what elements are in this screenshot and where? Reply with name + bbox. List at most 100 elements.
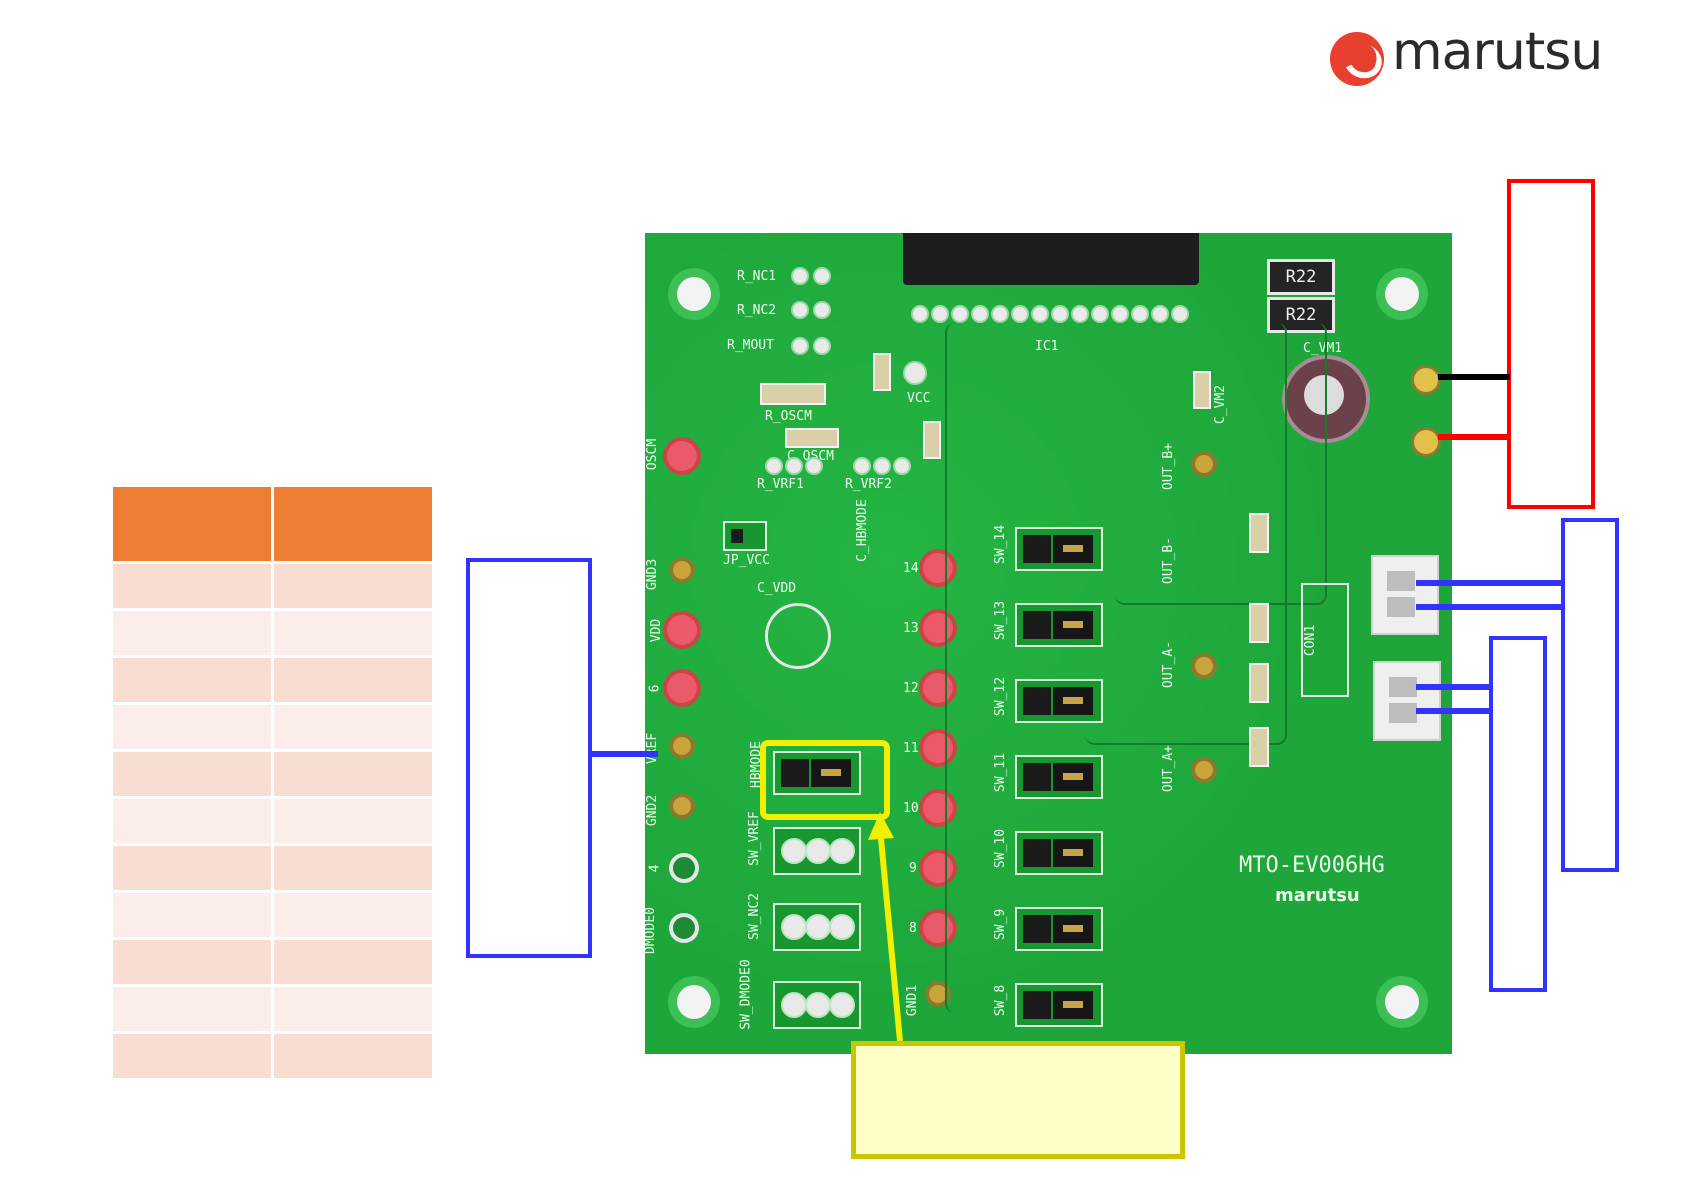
- smd-component: [873, 353, 891, 391]
- test-point-gnd3[interactable]: [673, 561, 691, 579]
- label-r-nc2: R_NC2: [737, 303, 777, 318]
- mounting-hole-icon: [677, 277, 711, 311]
- mounting-hole-icon: [1385, 985, 1419, 1019]
- smd-component: [923, 421, 941, 459]
- table-cell: [113, 564, 271, 608]
- switch-sw-14[interactable]: [1015, 527, 1103, 571]
- label-vcc: VCC: [907, 391, 931, 406]
- label-c-vdd: C_VDD: [757, 581, 797, 596]
- test-point-dmode0[interactable]: [669, 913, 699, 943]
- table-cell: [113, 1034, 271, 1078]
- table-cell: [113, 846, 271, 890]
- label-r-vrf1: R_VRF1: [757, 477, 804, 492]
- table-cell: [113, 799, 271, 843]
- hbmode-jumper[interactable]: [773, 751, 861, 795]
- motor-connector-a[interactable]: [1373, 661, 1441, 741]
- table-row: [113, 987, 432, 1031]
- label-r-vrf2: R_VRF2: [845, 477, 892, 492]
- sw-nc2[interactable]: [773, 903, 861, 951]
- table-cell: [274, 987, 432, 1031]
- hbmode-highlight: [760, 740, 890, 820]
- motor-a-line: [1416, 684, 1492, 690]
- switch-sw-12[interactable]: [1015, 679, 1103, 723]
- switch-sw-9[interactable]: [1015, 907, 1103, 951]
- test-point-oscm[interactable]: [667, 441, 697, 471]
- vm-wire: [1438, 434, 1510, 440]
- test-point-8[interactable]: [923, 913, 953, 943]
- test-point-out-b-plus[interactable]: [1195, 455, 1213, 473]
- switch-sw-10[interactable]: [1015, 831, 1103, 875]
- test-point-14[interactable]: [923, 553, 953, 583]
- sw-vref[interactable]: [773, 827, 861, 875]
- table-cell: [274, 705, 432, 749]
- test-point-11[interactable]: [923, 733, 953, 763]
- label-r-oscm: R_OSCM: [765, 409, 812, 424]
- table-cell: [274, 940, 432, 984]
- mounting-hole-icon: [677, 985, 711, 1019]
- motor-b-line: [1416, 604, 1564, 610]
- logo-text: marutsu: [1392, 22, 1603, 82]
- table-cell: [274, 611, 432, 655]
- test-point-out-a-plus[interactable]: [1195, 761, 1213, 779]
- label-8: 8: [909, 921, 917, 936]
- table-row: [113, 611, 432, 655]
- label-jp-vcc: JP_VCC: [723, 553, 770, 568]
- motor-connector-b[interactable]: [1371, 555, 1439, 635]
- logo-mark-icon: [1330, 32, 1384, 86]
- test-point-4[interactable]: [669, 853, 699, 883]
- c-vdd-footprint: [765, 603, 831, 669]
- label-13: 13: [903, 621, 919, 636]
- hbmode-callout-box: [851, 1041, 1185, 1159]
- motor-a-callout: [1489, 636, 1547, 992]
- jumper-jp-vcc[interactable]: [723, 521, 767, 551]
- board-brand-label: marutsu: [1275, 885, 1360, 906]
- table-cell: [274, 1034, 432, 1078]
- con1-footprint: [1301, 583, 1349, 697]
- smd-component: [785, 428, 839, 448]
- test-point-6[interactable]: [667, 673, 697, 703]
- test-point-gnd1[interactable]: [929, 985, 947, 1003]
- sw-dmode0[interactable]: [773, 981, 861, 1029]
- test-point-gnd2[interactable]: [673, 797, 691, 815]
- table-row: [113, 846, 432, 890]
- table-row: [113, 564, 432, 608]
- table-row: [113, 940, 432, 984]
- table-cell: [113, 705, 271, 749]
- marutsu-logo: marutsu: [1330, 22, 1610, 94]
- label-r-nc1: R_NC1: [737, 269, 777, 284]
- table-cell: [113, 658, 271, 702]
- gnd-wire: [1438, 374, 1510, 380]
- table-row: [113, 705, 432, 749]
- smd-component: [760, 383, 826, 405]
- evaluation-board: IC1 R22 R22 C_VM1 R_NC1 R_NC2 R_MOUT R_O…: [645, 233, 1452, 1054]
- table-cell: [113, 752, 271, 796]
- ic-socket: [903, 233, 1199, 285]
- switch-sw-11[interactable]: [1015, 755, 1103, 799]
- table-row: [113, 1034, 432, 1078]
- test-point-vref[interactable]: [673, 737, 691, 755]
- table-row: [113, 752, 432, 796]
- test-point-13[interactable]: [923, 613, 953, 643]
- ic-label: IC1: [1035, 339, 1059, 354]
- table-cell: [274, 658, 432, 702]
- test-point-out-a-minus[interactable]: [1195, 657, 1213, 675]
- table-cell: [113, 987, 271, 1031]
- table-header-cell: [274, 487, 432, 561]
- label-9: 9: [909, 861, 917, 876]
- switch-sw-8[interactable]: [1015, 983, 1103, 1027]
- test-point-9[interactable]: [923, 853, 953, 883]
- power-post-icon: [1411, 365, 1441, 395]
- table-cell: [274, 846, 432, 890]
- board-model-label: MTO-EV006HG: [1239, 853, 1385, 878]
- switch-sw-13[interactable]: [1015, 603, 1103, 647]
- mounting-hole-icon: [1385, 277, 1419, 311]
- test-point-10[interactable]: [923, 793, 953, 823]
- test-point-12[interactable]: [923, 673, 953, 703]
- test-point-vdd[interactable]: [667, 615, 697, 645]
- vref-line: [588, 751, 658, 757]
- motor-b-line: [1416, 580, 1564, 586]
- label-11: 11: [903, 741, 919, 756]
- table-row: [113, 658, 432, 702]
- table-header-row: [113, 487, 432, 561]
